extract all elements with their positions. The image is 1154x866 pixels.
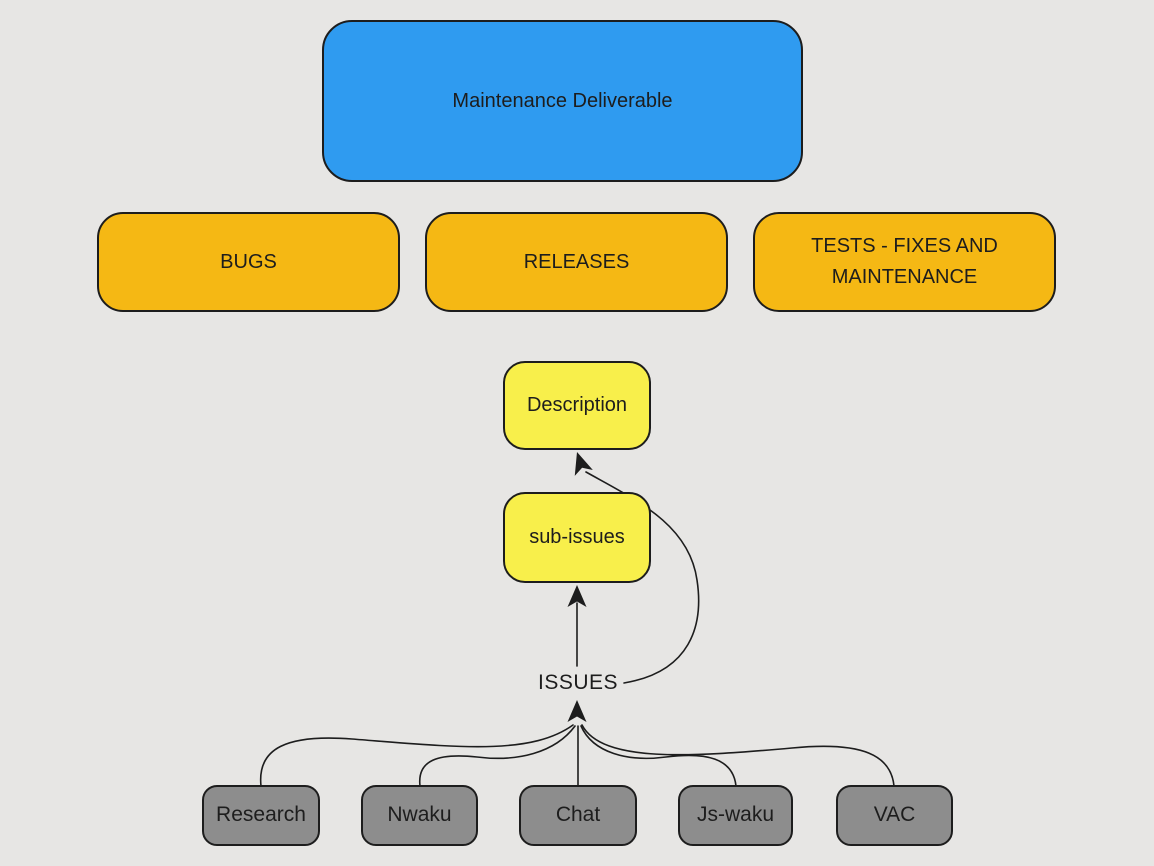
node-chat[interactable]: Chat xyxy=(519,785,637,846)
node-releases-label: RELEASES xyxy=(523,250,630,273)
node-nwaku-label: Nwaku xyxy=(387,803,452,827)
node-bugs[interactable]: BUGS xyxy=(97,212,400,312)
node-tests-fixes-maintenance[interactable]: TESTS - FIXES AND MAINTENANCE xyxy=(753,212,1056,312)
node-description[interactable]: Description xyxy=(503,361,651,450)
node-chat-label: Chat xyxy=(555,803,601,827)
node-tests-fixes-maintenance-label: TESTS - FIXES AND MAINTENANCE xyxy=(811,235,998,288)
edge-research-to-issues[interactable] xyxy=(259,724,574,787)
node-sub-issues[interactable]: sub-issues xyxy=(503,492,651,583)
arrowhead-into-description xyxy=(574,452,593,476)
node-sub-issues-label: sub-issues xyxy=(529,526,625,548)
edge-jswaku-to-issues[interactable] xyxy=(580,725,737,787)
node-releases[interactable]: RELEASES xyxy=(425,212,728,312)
arrowhead-into-issues xyxy=(567,700,587,722)
node-vac-label: VAC xyxy=(873,803,916,827)
edge-vac-to-issues[interactable] xyxy=(581,724,895,787)
node-maintenance-deliverable[interactable]: Maintenance Deliverable xyxy=(322,20,803,182)
node-research-label: Research xyxy=(216,803,306,827)
node-vac[interactable]: VAC xyxy=(836,785,953,846)
node-js-waku-label: Js-waku xyxy=(696,803,775,827)
node-nwaku[interactable]: Nwaku xyxy=(361,785,478,846)
node-research[interactable]: Research xyxy=(202,785,320,846)
arrowhead-into-subissues xyxy=(567,585,587,607)
node-js-waku[interactable]: Js-waku xyxy=(678,785,793,846)
node-issues-label[interactable]: ISSUES xyxy=(537,671,619,694)
edge-nwaku-to-issues[interactable] xyxy=(419,725,576,787)
node-maintenance-deliverable-label: Maintenance Deliverable xyxy=(452,89,673,112)
node-description-label: Description xyxy=(526,394,628,416)
node-bugs-label: BUGS xyxy=(220,250,277,273)
